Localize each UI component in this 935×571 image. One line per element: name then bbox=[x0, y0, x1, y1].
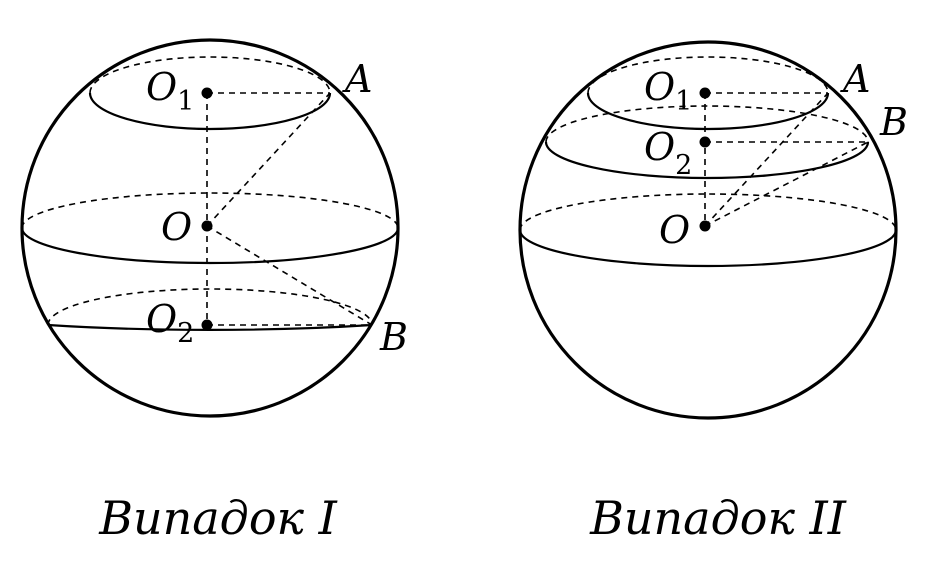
sphere-2-label-o2: O2 bbox=[644, 125, 692, 181]
sphere-1-point-o2 bbox=[201, 319, 213, 331]
sphere-2-upper-section-front bbox=[586, 92, 830, 131]
caption-case-1: Випадок I bbox=[98, 491, 337, 545]
sphere-1-segment-o-a bbox=[206, 92, 331, 227]
sphere-1-label-o1: O1 bbox=[146, 65, 194, 117]
sphere-2-segment-o-a bbox=[704, 92, 829, 227]
sphere-1-point-o bbox=[201, 220, 213, 232]
caption-case-2: Випадок II bbox=[589, 491, 847, 545]
sphere-2-point-o2 bbox=[699, 136, 711, 148]
sphere-2-point-o bbox=[699, 220, 711, 232]
sphere-1-upper-section-front bbox=[88, 92, 332, 131]
sphere-2-upper-section-back bbox=[587, 56, 829, 94]
sphere-1-segment-o-b bbox=[206, 225, 373, 326]
sphere-1-upper-section-back bbox=[89, 56, 331, 94]
sphere-1-equator-front bbox=[20, 227, 400, 265]
sphere-2-equator-back bbox=[519, 193, 897, 231]
sphere-1-lower-section-back bbox=[47, 288, 373, 326]
sphere-2-label-o1: O1 bbox=[644, 65, 692, 117]
sphere-2-equator-front bbox=[518, 229, 898, 268]
sphere-2-label-b: B bbox=[879, 100, 908, 144]
sphere-1-lower-section-front bbox=[47, 323, 373, 331]
figure-case-2: O1 O2 O A B Випадок II bbox=[518, 40, 908, 545]
figure-case-1: O1 O O2 A B Випадок I bbox=[20, 38, 408, 545]
sphere-1-label-a: A bbox=[342, 57, 372, 101]
sphere-2-point-o1 bbox=[699, 87, 711, 99]
sphere-2-label-o: O bbox=[659, 208, 690, 252]
sphere-2-label-a: A bbox=[840, 57, 870, 101]
sphere-2-middle-section-front bbox=[544, 141, 870, 180]
sphere-1-point-o1 bbox=[201, 87, 213, 99]
sphere-2-segment-o-b bbox=[704, 141, 869, 227]
sphere-1-label-o: O bbox=[161, 205, 192, 249]
sphere-1-equator-back bbox=[21, 192, 399, 229]
sphere-1-label-o2: O2 bbox=[146, 297, 194, 349]
sphere-1-label-b: B bbox=[379, 315, 408, 359]
sphere-2-middle-section-back bbox=[545, 105, 869, 143]
